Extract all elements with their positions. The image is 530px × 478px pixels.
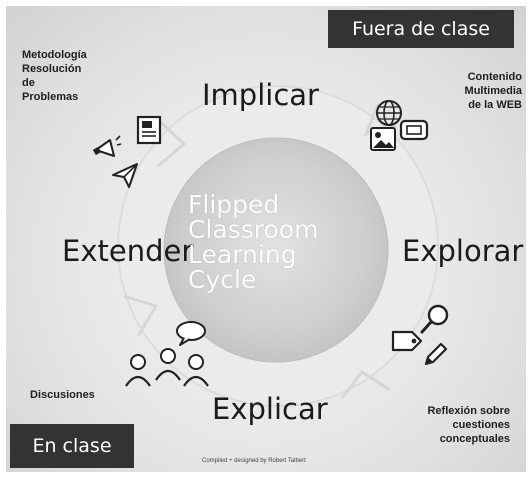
monitor-icon bbox=[399, 119, 429, 141]
diagram-frame: Fuera de clase En clase Implicar Explora… bbox=[6, 6, 526, 472]
megaphone-icon bbox=[92, 135, 122, 157]
credit-line: Compiled + designed by Robert Talbert bbox=[202, 458, 306, 464]
note-line: de la WEB bbox=[468, 99, 522, 111]
outside-class-label: Fuera de clase bbox=[328, 10, 514, 48]
center-title-line: Learning bbox=[188, 240, 297, 269]
stage-explain: Explicar bbox=[212, 392, 328, 426]
price-tag-icon bbox=[391, 330, 423, 352]
ring-segment-notch bbox=[340, 369, 391, 399]
note-line: de bbox=[22, 77, 35, 89]
pencil-icon bbox=[424, 342, 448, 366]
document-icon bbox=[136, 115, 162, 145]
note-discussions: Discusiones bbox=[30, 389, 95, 401]
note-methodology: Metodología Resolución de Problemas bbox=[22, 48, 87, 104]
note-line: Metodología bbox=[22, 49, 87, 61]
picture-icon bbox=[370, 127, 396, 151]
center-title-line: Classroom bbox=[188, 215, 319, 244]
note-line: Contenido bbox=[467, 71, 522, 83]
note-line: Problemas bbox=[22, 91, 79, 103]
speech-bubble-icon bbox=[176, 321, 206, 346]
center-title-line: Flipped bbox=[188, 190, 280, 219]
ring-segment-notch bbox=[154, 116, 187, 168]
globe-icon bbox=[376, 100, 402, 126]
center-title: Flipped Classroom Learning Cycle bbox=[188, 192, 408, 292]
note-line: conceptuales bbox=[439, 433, 510, 445]
in-class-label: En clase bbox=[10, 424, 134, 468]
note-line: Reflexión sobre bbox=[427, 405, 510, 417]
note-reflection: Reflexión sobre cuestiones conceptuales bbox=[427, 404, 510, 446]
paper-plane-icon bbox=[112, 163, 138, 188]
note-line: Resolución bbox=[22, 63, 82, 75]
stage-extend: Extender bbox=[62, 234, 194, 268]
stage-explore: Explorar bbox=[402, 234, 524, 268]
magnifier-icon bbox=[420, 304, 449, 334]
center-title-line: Cycle bbox=[188, 265, 257, 294]
ring-segment-notch bbox=[123, 294, 159, 337]
note-line: cuestiones bbox=[452, 419, 510, 431]
inner-disc bbox=[164, 138, 388, 362]
note-multimedia: Contenido Multimedia de la WEB bbox=[465, 70, 522, 112]
people-icon bbox=[125, 348, 209, 387]
stage-engage: Implicar bbox=[202, 78, 319, 112]
note-line: Multimedia bbox=[464, 85, 522, 97]
